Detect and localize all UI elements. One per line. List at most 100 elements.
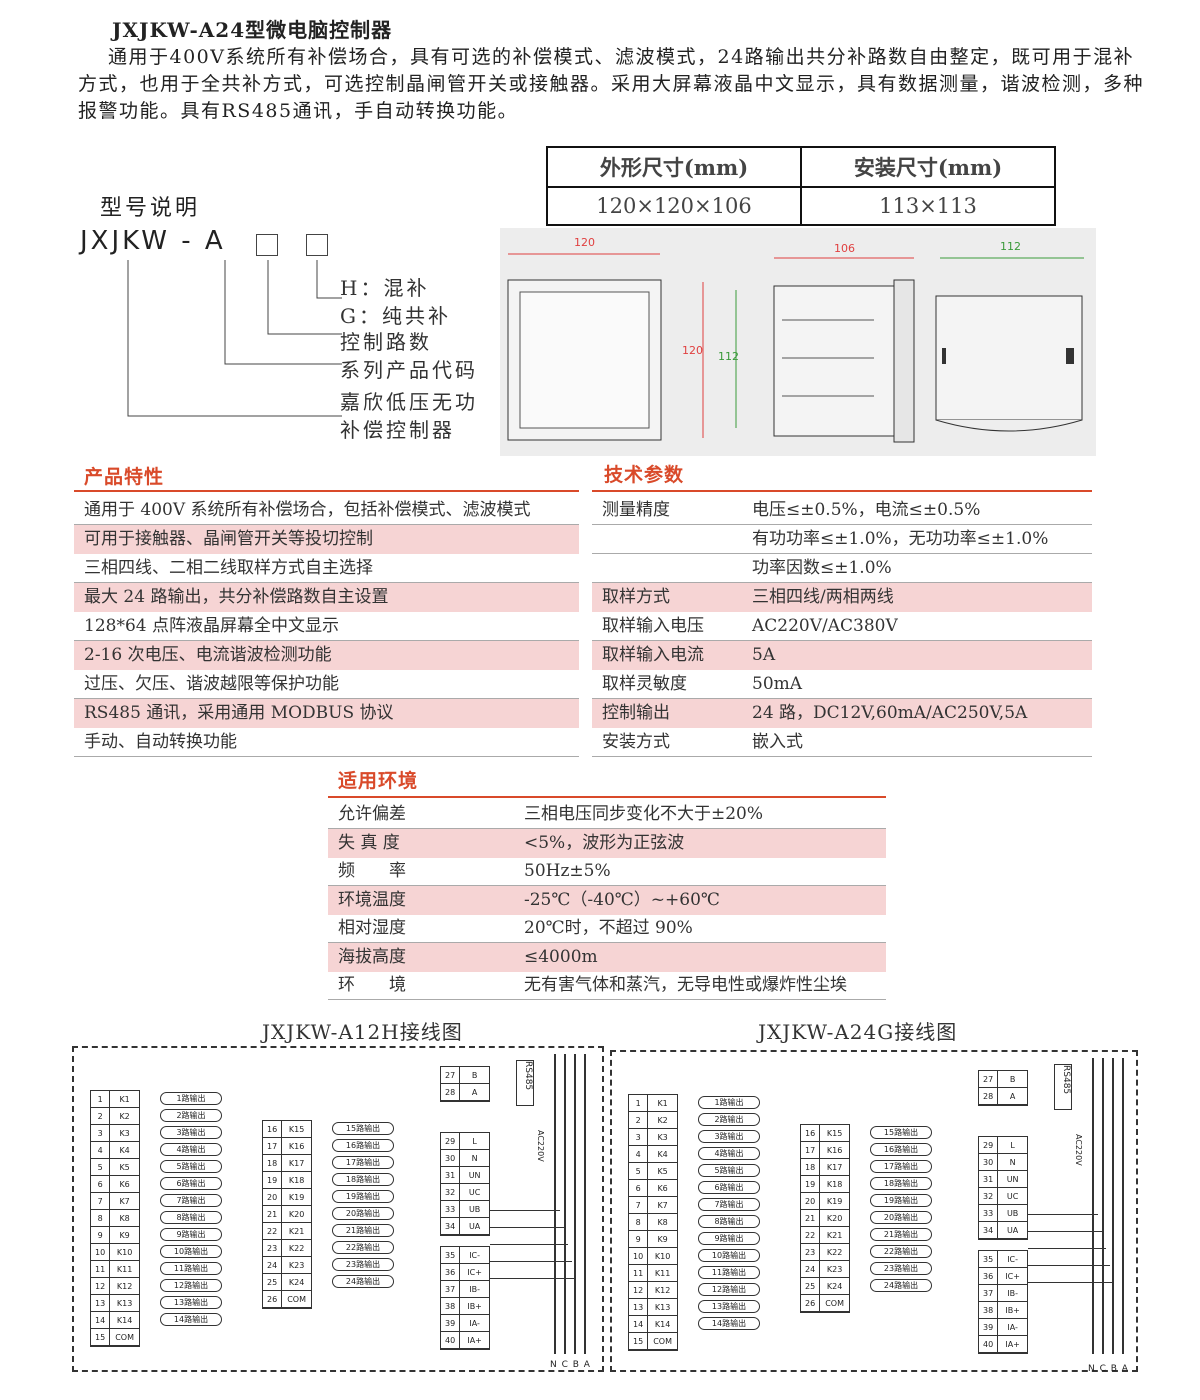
- terminal-cell: 32: [979, 1188, 999, 1204]
- output-pill: 11路输出: [160, 1262, 222, 1275]
- dimension-drawing: 120 120 112 106 112: [500, 228, 1096, 456]
- legend-brand: 嘉欣低压无功: [340, 390, 478, 414]
- terminal-cell: 36: [441, 1264, 461, 1280]
- terminal-row: 20 K19: [263, 1189, 311, 1206]
- terminal-cell: K7: [119, 1197, 130, 1206]
- terminal-cell: IB+: [467, 1302, 482, 1311]
- output-pill: 2路输出: [160, 1109, 222, 1122]
- terminal-cell: 27: [979, 1071, 999, 1087]
- terminal-cell: K16: [288, 1142, 305, 1151]
- terminal-cell: IA+: [467, 1336, 482, 1345]
- output-pill: 10路输出: [698, 1249, 760, 1262]
- terminal-cell: K6: [657, 1184, 668, 1193]
- terminal-cell: 35: [979, 1251, 999, 1267]
- terminal-cell: K21: [826, 1231, 843, 1240]
- terminal-cell: K1: [657, 1099, 668, 1108]
- dim-depth-106: 106: [834, 242, 855, 255]
- terminal-cell: 32: [441, 1184, 461, 1200]
- output-pill: 8路输出: [160, 1211, 222, 1224]
- terminal-cell: IC+: [467, 1268, 482, 1277]
- output-pill: 5路输出: [698, 1164, 760, 1177]
- terminal-cell: COM: [825, 1299, 844, 1308]
- tech-param-name: 安装方式: [602, 732, 670, 752]
- terminal-cell: N: [1009, 1158, 1016, 1167]
- legend-channels: 控制路数: [340, 330, 432, 354]
- env-param-value: <5%，波形为正弦波: [524, 832, 685, 853]
- tech-param-value: 功率因数≤±1.0%: [752, 558, 892, 578]
- output-pill: 22路输出: [870, 1245, 932, 1258]
- terminal-cell: IA+: [1005, 1340, 1020, 1349]
- env-param-name: 海拔高度: [338, 946, 406, 967]
- mount-size-header: 安装尺寸(mm): [800, 146, 1056, 188]
- terminal-cell: K11: [116, 1265, 133, 1274]
- terminal-cell: L: [1010, 1141, 1015, 1150]
- output-pill: 19路输出: [870, 1194, 932, 1207]
- feature-item: RS485 通讯，采用通用 MODBUS 协议: [74, 699, 579, 728]
- terminal-cell: 24: [801, 1261, 821, 1277]
- bus-line: [574, 1054, 576, 1354]
- env-param-name: 失 真 度: [338, 832, 400, 853]
- terminal-cell: K4: [119, 1146, 130, 1155]
- terminal-cell: IA-: [1007, 1323, 1018, 1332]
- output-pill: 16路输出: [870, 1143, 932, 1156]
- bus-line: [1112, 1058, 1114, 1354]
- output-pill: 21路输出: [870, 1228, 932, 1241]
- terminal-cell: K23: [288, 1261, 305, 1270]
- terminal-cell: K16: [826, 1146, 843, 1155]
- env-heading: 适用环境: [338, 770, 419, 792]
- terminal-cell: 18: [801, 1159, 821, 1175]
- env-param-name: 环境温度: [338, 889, 406, 910]
- output-pill: 6路输出: [160, 1177, 222, 1190]
- terminal-cell: 20: [263, 1189, 283, 1205]
- terminal-cell: K19: [288, 1193, 305, 1202]
- terminal-cell: 14: [629, 1316, 649, 1332]
- terminal-cell: IB+: [1005, 1306, 1020, 1315]
- output-pill: 19路输出: [332, 1190, 394, 1203]
- terminal-cell: K12: [116, 1282, 133, 1291]
- feature-item: 通用于 400V 系统所有补偿场合，包括补偿模式、滤波模式: [74, 496, 579, 525]
- ac220-label: AC220V: [1074, 1134, 1083, 1166]
- terminal-cell: 6: [91, 1176, 111, 1192]
- bus-line: [554, 1054, 556, 1354]
- terminal-cell: K20: [288, 1210, 305, 1219]
- terminal-cell: K4: [657, 1150, 668, 1159]
- terminal-cell: UC: [1006, 1192, 1019, 1201]
- feature-item: 三相四线、二相二线取样方式自主选择: [74, 554, 579, 583]
- env-param-value: 50Hz±5%: [524, 861, 611, 881]
- bus-line: [584, 1054, 586, 1354]
- terminal-cell: 21: [263, 1206, 283, 1222]
- sense-wire: [490, 1244, 568, 1245]
- terminal-cell: K2: [657, 1116, 668, 1125]
- terminal-cell: K11: [654, 1269, 671, 1278]
- terminal-cell: IC-: [1007, 1255, 1019, 1264]
- legend-series: 系列产品代码: [340, 358, 478, 382]
- output-pill: 7路输出: [698, 1198, 760, 1211]
- terminal-cell: 33: [441, 1201, 461, 1217]
- terminal-cell: K5: [119, 1163, 130, 1172]
- left-diagram-title: JXJKW-A12H接线图: [262, 1020, 463, 1044]
- output-pill: 1路输出: [698, 1096, 760, 1109]
- sense-wire: [1028, 1214, 1098, 1215]
